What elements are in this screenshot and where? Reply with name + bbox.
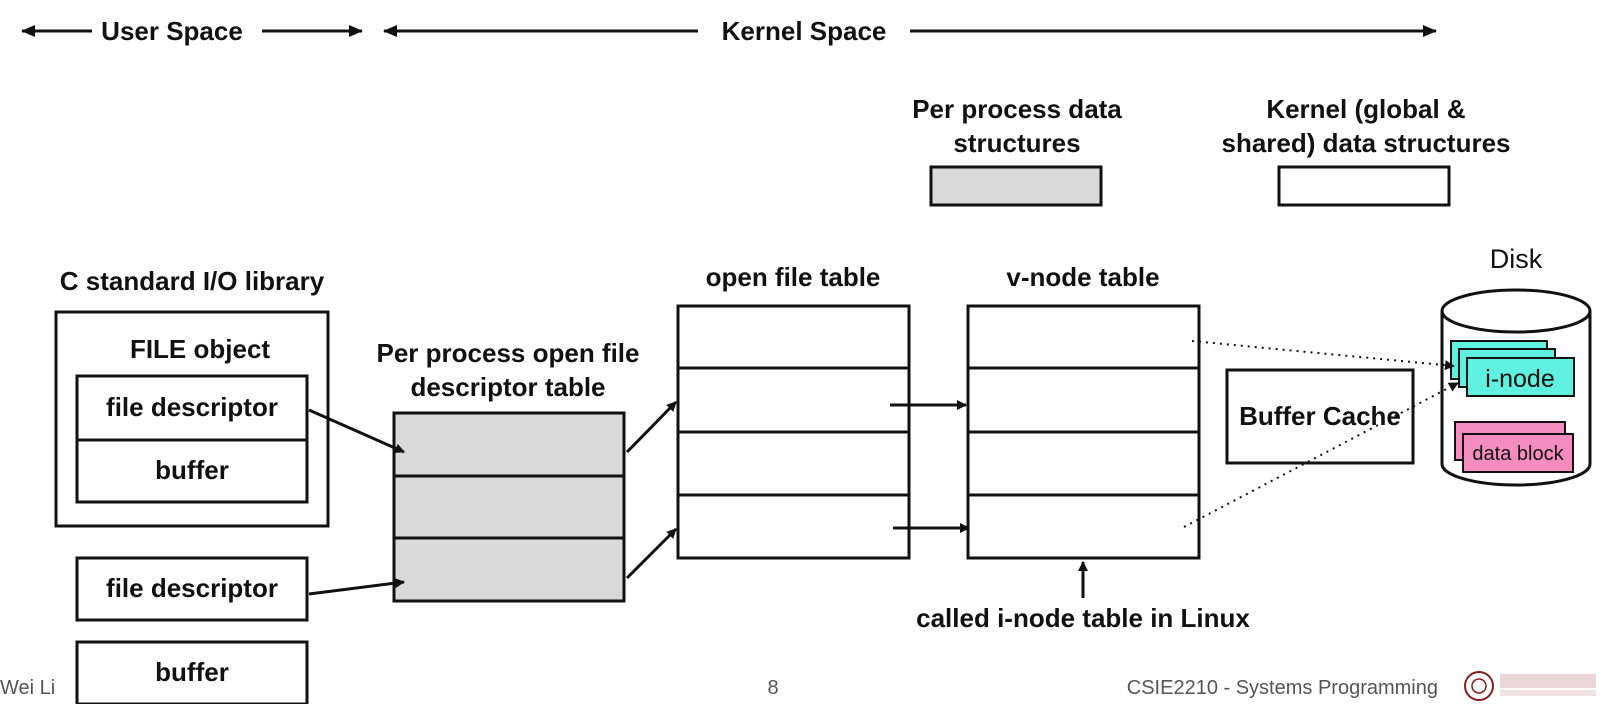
fd-row3-to-open-file-arrow [625,527,678,580]
fd-table-row [392,536,626,603]
kernel-space-range: Kernel Space [383,16,1437,46]
disk-title: Disk [1490,244,1543,274]
legend-kernel-swatch [1277,165,1451,207]
legend-kernel-line1: Kernel (global & [1266,94,1465,124]
user-space-range: User Space [21,16,363,46]
university-seal-icon [1464,671,1494,701]
fd-table-row [392,474,626,540]
buffer-standalone-box [75,640,309,706]
fd-table [392,411,626,603]
user-space-label: User Space [101,16,243,46]
vnode-table [966,304,1201,560]
fd-to-table-arrow [308,408,405,454]
fd-table-title-line2: descriptor table [410,372,605,402]
buffer-standalone-label: buffer [155,657,229,687]
inode-card-front [1466,357,1575,397]
vnode-table-row [966,430,1201,497]
file-descriptor-standalone-box [75,556,309,622]
footer-course: CSIE2210 - Systems Programming [1127,677,1438,699]
data-block-stack: data block [1454,421,1574,473]
buffer-cell [75,438,309,504]
data-block-card-front [1462,433,1574,473]
disk-body [1440,311,1592,487]
university-logo [1464,671,1596,701]
open-file-table [676,304,911,560]
vnode-table-row [966,366,1201,434]
file-object-label: FILE object [130,334,270,364]
vnode-to-inode-dotted-arrow-1 [1191,340,1455,371]
open-file-table-title: open file table [706,262,881,292]
kernel-space-label: Kernel Space [722,16,887,46]
buffer-cache-label: Buffer Cache [1239,401,1401,431]
footer-page-number: 8 [767,677,778,699]
file-descriptor-standalone-label: file descriptor [106,573,278,603]
footer-author: Wei Li [0,677,55,699]
legend-kernel-line2: shared) data structures [1222,128,1511,158]
disk-cylinder [1440,288,1592,487]
disk-top [1440,288,1592,334]
inode-table-note: called i-node table in Linux [916,603,1250,633]
vnode-table-row [966,493,1201,560]
open-file-table-row [676,366,911,434]
fd-table-title-line1: Per process open file [377,338,640,368]
vnode-to-inode-dotted-arrow-2 [1183,382,1459,528]
legend-per-process-swatch [929,165,1103,207]
open-file-table-row [676,304,911,370]
vnode-table-row [966,304,1201,370]
fd-standalone-to-table-arrow [308,578,405,596]
inode-stack: i-node [1450,340,1575,397]
connectors [308,340,1459,596]
file-descriptor-label: file descriptor [106,392,278,422]
university-name-mark [1500,674,1596,688]
buffer-cache-box [1225,368,1415,465]
data-block-label: data block [1472,443,1564,465]
inode-label: i-node [1485,365,1555,393]
open-file-table-row [676,493,911,560]
fd-table-row [392,411,626,478]
open-file-table-row [676,430,911,497]
legend-kernel: Kernel (global & shared) data structures [1222,94,1511,207]
vnode-table-title: v-node table [1006,262,1159,292]
buffer-label: buffer [155,455,229,485]
stdio-library-title: C standard I/O library [60,266,325,296]
fd-row1-to-open-file-arrow [625,400,678,454]
legend-per-process: Per process data structures [912,94,1122,207]
legend-per-process-line1: Per process data [912,94,1122,124]
legend-per-process-line2: structures [953,128,1080,158]
